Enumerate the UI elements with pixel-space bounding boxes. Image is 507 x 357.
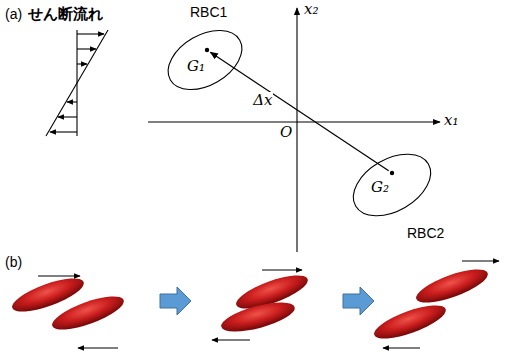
axes (148, 8, 440, 252)
flow-arrows (38, 261, 499, 348)
cell-outline (160, 28, 250, 92)
axis-label: x₁ (444, 112, 458, 129)
step-arrow (160, 287, 374, 315)
cell-name: RBC2 (407, 225, 444, 241)
panel-label: (a) (5, 6, 22, 22)
rbc-cell: RBC1G₁ (160, 28, 250, 92)
centroid-label: G₂ (371, 179, 389, 196)
centroid-label: G₁ (187, 58, 205, 75)
displacement-arrow (210, 52, 388, 171)
centroid-dot (205, 48, 209, 52)
shear-profile (46, 30, 108, 136)
cell-outline (347, 153, 437, 217)
panel-label: (b) (5, 254, 22, 270)
edge-label: Δx (252, 92, 273, 109)
rbc-cell: G₂RBC2 (347, 153, 437, 217)
cell-name: RBC1 (190, 4, 227, 20)
origin-label: O (280, 124, 292, 141)
axis-label: x₂ (304, 1, 318, 18)
flow-title: せん断流れ (28, 6, 103, 23)
rbc-sequence (9, 263, 492, 346)
centroid-dot (390, 171, 394, 175)
